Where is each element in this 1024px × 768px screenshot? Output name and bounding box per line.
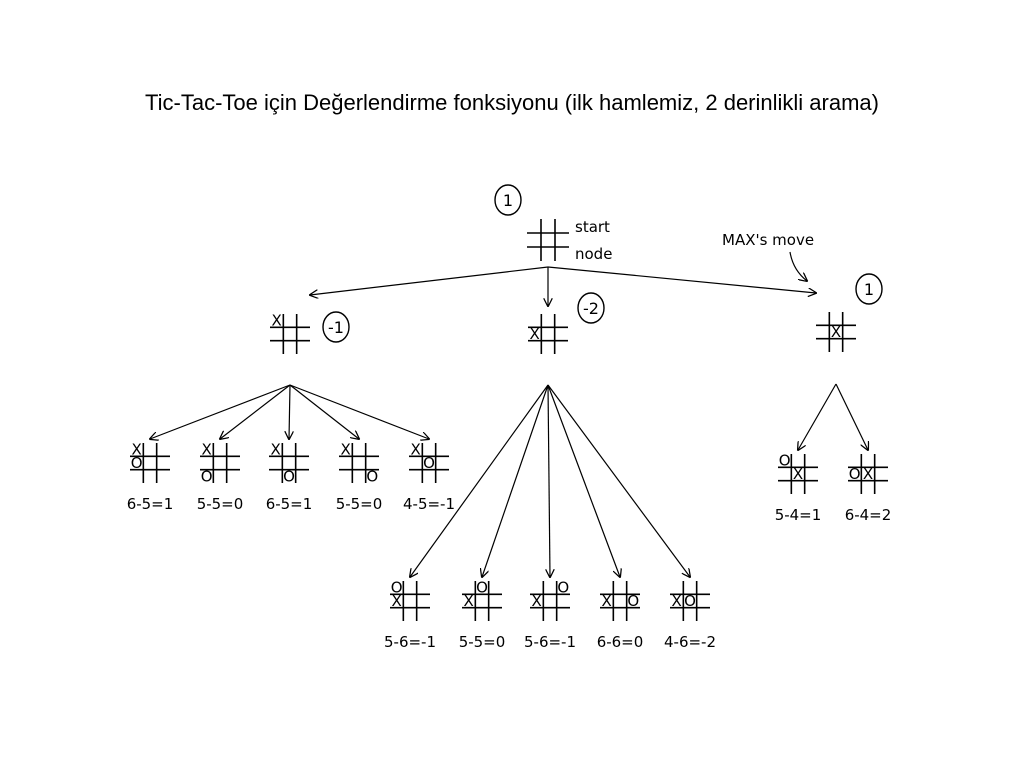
x-mark: X (793, 465, 803, 483)
level2-eval-10: 4-6=-2 (664, 633, 716, 651)
level2-eval-5: 4-5=-1 (403, 495, 455, 513)
level2-eval-6: 5-6=-1 (384, 633, 436, 651)
o-mark: O (201, 467, 213, 485)
o-mark: O (476, 579, 488, 597)
o-mark: O (557, 579, 569, 597)
value-text: 1 (503, 191, 513, 210)
level2-board-3: XO (269, 441, 309, 485)
o-mark: O (684, 592, 696, 610)
edge-root-to-level1-1 (310, 266, 549, 295)
level2-board-4: XO (339, 441, 379, 485)
edge-level1-to-level2-2 (220, 384, 291, 439)
level2-eval-1: 6-5=1 (127, 495, 174, 513)
level2-eval-12: 6-4=2 (845, 506, 892, 524)
level1-board-3: X (816, 312, 856, 352)
edge-level1-to-level2-7 (482, 384, 549, 577)
level1-board-2: X (528, 314, 568, 354)
level1-value-3: 1 (855, 273, 883, 305)
x-mark: X (464, 592, 474, 610)
o-mark: O (283, 467, 295, 485)
edge-level1-to-level2-11 (798, 383, 837, 450)
edge-level1-to-level2-3 (289, 384, 290, 439)
max-move-pointer (789, 251, 807, 281)
start-label-line2: node (575, 245, 612, 263)
edge-level1-to-level2-5 (289, 384, 429, 439)
value-text: 1 (864, 280, 874, 299)
tree-edges (150, 266, 868, 577)
level2-eval-8: 5-6=-1 (524, 633, 576, 651)
edge-level1-to-level2-4 (289, 384, 359, 439)
edge-level1-to-level2-8 (548, 384, 550, 577)
x-mark: X (132, 441, 142, 459)
level2-board-2: XO (200, 441, 240, 485)
level1-value-1: -1 (322, 311, 350, 343)
value-circle (855, 273, 883, 305)
edge-level1-to-level2-1 (150, 384, 291, 439)
x-mark: X (530, 325, 540, 343)
tree-labels: 1 -1 -2 1 6-5=1 5-5=0 6-5=1 5-5=0 4-5=-1 5-6=-1 5-… (127, 184, 892, 651)
edge-level1-to-level2-12 (835, 383, 868, 450)
level2-board-7: OX (462, 579, 502, 621)
level1-board-1: X (270, 312, 310, 354)
root-value: 1 (494, 184, 522, 216)
o-mark: O (391, 579, 403, 597)
level2-board-1: XO (130, 441, 170, 483)
level2-board-6: OX (390, 579, 430, 621)
start-label-line1: start (575, 218, 610, 236)
value-circle (577, 292, 605, 324)
edge-level1-to-level2-10 (547, 384, 690, 577)
o-mark: O (366, 467, 378, 485)
value-text: -2 (583, 299, 599, 318)
level2-board-5: XO (409, 441, 449, 483)
o-mark: O (627, 592, 639, 610)
o-mark: O (131, 454, 143, 472)
max-move-label: MAX's move (722, 231, 814, 249)
x-mark: X (672, 592, 682, 610)
x-mark: X (341, 441, 351, 459)
o-mark: O (779, 452, 791, 470)
level2-eval-3: 6-5=1 (266, 495, 313, 513)
x-mark: X (271, 441, 281, 459)
x-mark: X (532, 592, 542, 610)
level2-eval-2: 5-5=0 (197, 495, 244, 513)
level2-eval-9: 6-6=0 (597, 633, 644, 651)
value-circle (494, 184, 522, 216)
x-mark: X (831, 323, 841, 341)
x-mark: X (863, 465, 873, 483)
o-mark: O (849, 465, 861, 483)
level1-value-2: -2 (577, 292, 605, 324)
edge-root-to-level1-3 (547, 266, 816, 293)
edge-level1-to-level2-6 (410, 384, 549, 577)
edge-level1-to-level2-9 (547, 384, 620, 577)
level2-eval-11: 5-4=1 (775, 506, 822, 524)
level2-board-8: OX (530, 579, 570, 621)
x-mark: X (602, 592, 612, 610)
x-mark: X (202, 441, 212, 459)
value-text: -1 (328, 318, 344, 337)
x-mark: X (272, 312, 282, 330)
level2-eval-4: 5-5=0 (336, 495, 383, 513)
x-mark: X (411, 441, 421, 459)
o-mark: O (423, 454, 435, 472)
level2-eval-7: 5-5=0 (459, 633, 506, 651)
root-board (527, 219, 569, 261)
level2-board-11: OX (778, 452, 818, 494)
slide-title: Tic-Tac-Toe için Değerlendirme fonksiyon… (145, 90, 879, 115)
x-mark: X (392, 592, 402, 610)
value-circle (322, 311, 350, 343)
